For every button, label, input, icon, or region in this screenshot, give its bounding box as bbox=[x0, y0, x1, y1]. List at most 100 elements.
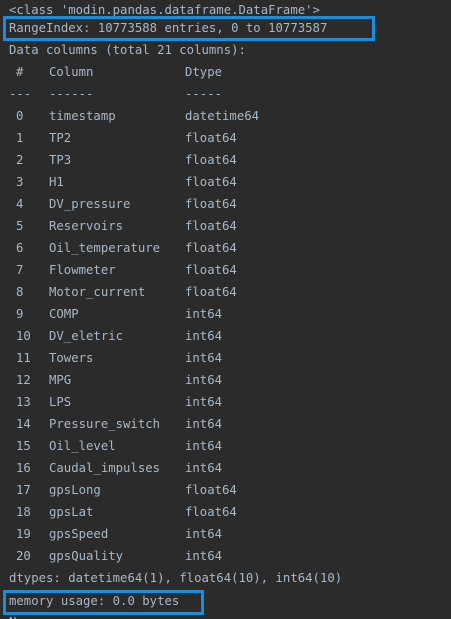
row-dtype: float64 bbox=[185, 263, 237, 277]
table-separator: --- ------ ----- bbox=[0, 83, 451, 105]
row-dtype: float64 bbox=[185, 153, 237, 167]
table-row: 10 DV_eletric int64 bbox=[0, 325, 451, 347]
range-index-line: RangeIndex: 10773588 entries, 0 to 10773… bbox=[9, 21, 328, 35]
row-dtype: int64 bbox=[185, 395, 223, 409]
class-line: <class 'modin.pandas.dataframe.DataFrame… bbox=[9, 3, 320, 17]
separator-column: ------ bbox=[49, 87, 94, 101]
header-num: # bbox=[16, 65, 24, 79]
row-index: 10 bbox=[16, 329, 31, 343]
header-dtype: Dtype bbox=[185, 65, 223, 79]
row-column-name: Oil_level bbox=[49, 439, 116, 453]
row-column-name: Oil_temperature bbox=[49, 241, 161, 255]
row-index: 14 bbox=[16, 417, 31, 431]
row-index: 16 bbox=[16, 461, 31, 475]
table-row: 13 LPS int64 bbox=[0, 391, 451, 413]
row-index: 3 bbox=[16, 175, 24, 189]
table-row: 12 MPG int64 bbox=[0, 369, 451, 391]
data-columns-line: Data columns (total 21 columns): bbox=[9, 43, 246, 57]
row-index: 15 bbox=[16, 439, 31, 453]
table-row: 11 Towers int64 bbox=[0, 347, 451, 369]
row-dtype: int64 bbox=[185, 417, 223, 431]
table-row: 0 timestamp datetime64 bbox=[0, 105, 451, 127]
table-row: 15 Oil_level int64 bbox=[0, 435, 451, 457]
dtypes-line: dtypes: datetime64(1), float64(10), int6… bbox=[9, 571, 343, 585]
row-dtype: int64 bbox=[185, 549, 223, 563]
row-index: 7 bbox=[16, 263, 24, 277]
row-column-name: timestamp bbox=[49, 109, 116, 123]
row-dtype: int64 bbox=[185, 461, 223, 475]
memory-usage-line: memory usage: 0.0 bytes bbox=[9, 594, 180, 608]
table-row: 5 Reservoirs float64 bbox=[0, 215, 451, 237]
row-dtype: float64 bbox=[185, 219, 237, 233]
row-column-name: gpsQuality bbox=[49, 549, 124, 563]
row-column-name: Flowmeter bbox=[49, 263, 116, 277]
row-index: 5 bbox=[16, 219, 24, 233]
row-column-name: MPG bbox=[49, 373, 72, 387]
row-dtype: float64 bbox=[185, 131, 237, 145]
row-column-name: gpsSpeed bbox=[49, 527, 109, 541]
table-row: 14 Pressure_switch int64 bbox=[0, 413, 451, 435]
row-dtype: int64 bbox=[185, 307, 223, 321]
table-row: 1 TP2 float64 bbox=[0, 127, 451, 149]
row-column-name: DV_eletric bbox=[49, 329, 124, 343]
row-index: 18 bbox=[16, 505, 31, 519]
trailing-output: None bbox=[9, 611, 39, 619]
row-dtype: int64 bbox=[185, 351, 223, 365]
table-row: 19 gpsSpeed int64 bbox=[0, 523, 451, 545]
row-dtype: float64 bbox=[185, 241, 237, 255]
table-row: 9 COMP int64 bbox=[0, 303, 451, 325]
row-index: 8 bbox=[16, 285, 24, 299]
row-column-name: Reservoirs bbox=[49, 219, 124, 233]
row-column-name: TP2 bbox=[49, 131, 72, 145]
row-index: 4 bbox=[16, 197, 24, 211]
row-dtype: int64 bbox=[185, 329, 223, 343]
row-index: 11 bbox=[16, 351, 31, 365]
row-dtype: int64 bbox=[185, 439, 223, 453]
row-index: 6 bbox=[16, 241, 24, 255]
row-dtype: float64 bbox=[185, 483, 237, 497]
row-column-name: Pressure_switch bbox=[49, 417, 161, 431]
memory-usage-highlight bbox=[3, 590, 204, 615]
row-dtype: int64 bbox=[185, 527, 223, 541]
row-index: 1 bbox=[16, 131, 24, 145]
range-index-highlight bbox=[3, 16, 375, 41]
row-index: 2 bbox=[16, 153, 24, 167]
row-column-name: DV_pressure bbox=[49, 197, 131, 211]
row-column-name: gpsLong bbox=[49, 483, 101, 497]
separator-num: --- bbox=[9, 87, 32, 101]
row-index: 9 bbox=[16, 307, 24, 321]
row-dtype: float64 bbox=[185, 285, 237, 299]
row-column-name: H1 bbox=[49, 175, 64, 189]
row-dtype: datetime64 bbox=[185, 109, 260, 123]
row-dtype: float64 bbox=[185, 505, 237, 519]
row-index: 19 bbox=[16, 527, 31, 541]
row-column-name: COMP bbox=[49, 307, 79, 321]
row-dtype: float64 bbox=[185, 197, 237, 211]
row-index: 0 bbox=[16, 109, 24, 123]
table-row: 18 gpsLat float64 bbox=[0, 501, 451, 523]
table-row: 17 gpsLong float64 bbox=[0, 479, 451, 501]
row-column-name: TP3 bbox=[49, 153, 72, 167]
separator-dtype: ----- bbox=[185, 87, 223, 101]
row-column-name: LPS bbox=[49, 395, 72, 409]
row-index: 12 bbox=[16, 373, 31, 387]
table-row: 6 Oil_temperature float64 bbox=[0, 237, 451, 259]
table-row: 2 TP3 float64 bbox=[0, 149, 451, 171]
table-row: 8 Motor_current float64 bbox=[0, 281, 451, 303]
row-index: 13 bbox=[16, 395, 31, 409]
row-column-name: Towers bbox=[49, 351, 94, 365]
table-row: 3 H1 float64 bbox=[0, 171, 451, 193]
row-dtype: int64 bbox=[185, 373, 223, 387]
row-index: 17 bbox=[16, 483, 31, 497]
table-row: 7 Flowmeter float64 bbox=[0, 259, 451, 281]
row-column-name: gpsLat bbox=[49, 505, 94, 519]
table-header: # Column Dtype bbox=[0, 61, 451, 83]
header-column: Column bbox=[49, 65, 94, 79]
row-column-name: Motor_current bbox=[49, 285, 146, 299]
row-dtype: float64 bbox=[185, 175, 237, 189]
table-row: 4 DV_pressure float64 bbox=[0, 193, 451, 215]
row-index: 20 bbox=[16, 549, 31, 563]
table-row: 20 gpsQuality int64 bbox=[0, 545, 451, 567]
